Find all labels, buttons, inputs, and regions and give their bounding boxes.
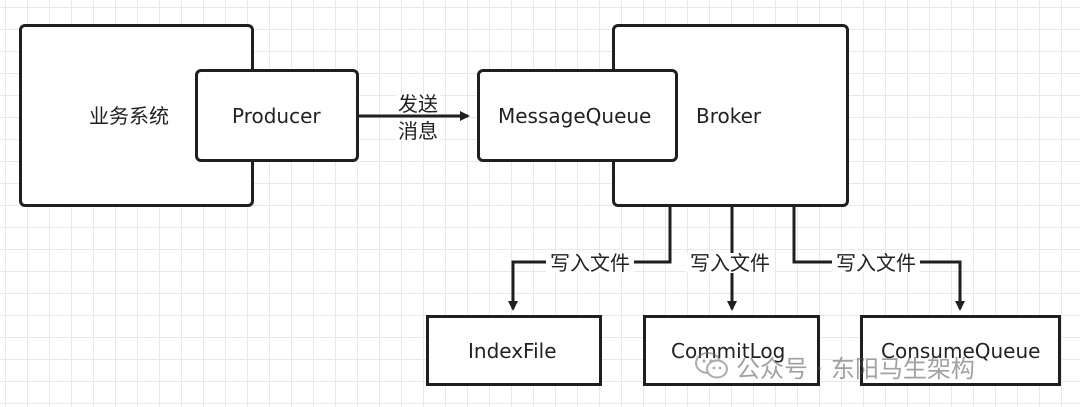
write-index-label: 写入文件 [546,253,634,273]
index-file-node [426,315,602,386]
consume-queue-node [860,315,1061,386]
send-message-label-line1: 发送 [396,92,440,116]
write-commit-label: 写入文件 [686,253,774,273]
commit-log-node [643,315,820,386]
index-file-label: IndexFile [468,339,557,363]
business-system-label: 业务系统 [89,104,169,128]
write-consume-label: 写入文件 [832,253,920,273]
producer-label: Producer [232,104,321,128]
broker-label: Broker [696,104,762,128]
send-message-label-line2: 消息 [396,119,440,143]
consume-queue-label: ConsumeQueue [881,339,1041,363]
watermark-text: 公众号 · 东阳马生架构 [736,354,975,383]
watermark: 公众号 · 东阳马生架构 [694,346,975,386]
message-queue-label: MessageQueue [498,104,652,128]
message-queue-node [477,69,678,162]
producer-node [195,69,359,162]
wechat-icon [694,350,730,382]
